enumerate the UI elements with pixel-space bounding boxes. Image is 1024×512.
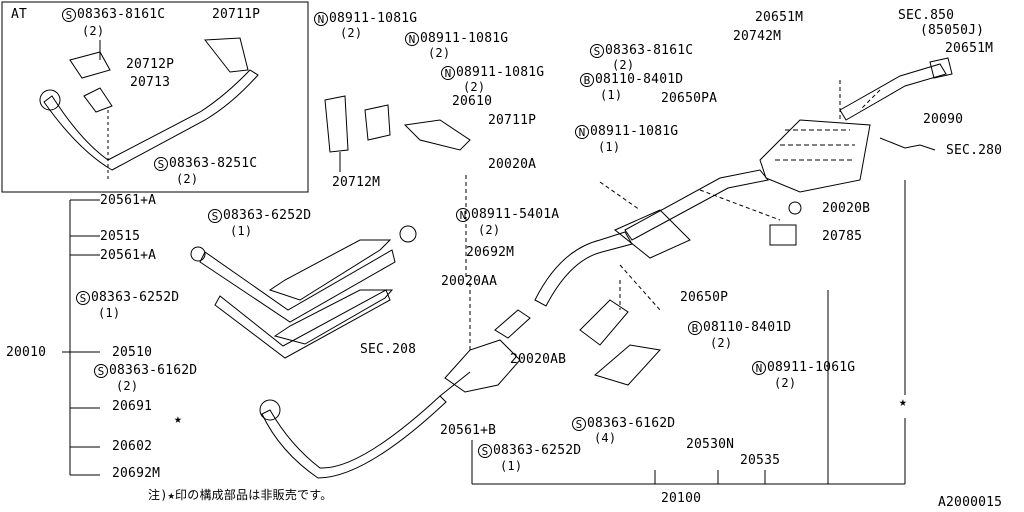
qty: (1): [230, 224, 253, 238]
part-20602: 20602: [112, 439, 153, 454]
tail-pipe: [839, 63, 947, 121]
qty: (1): [500, 459, 523, 473]
part-20020B: 20020B: [822, 201, 871, 216]
heat-shield-c: [579, 299, 629, 346]
part-20020A: 20020A: [488, 157, 537, 172]
inset-hanger: [204, 37, 249, 73]
part-20650PA: 20650PA: [661, 91, 718, 106]
catalytic-converter: [444, 339, 521, 393]
qty: (2): [340, 26, 363, 40]
part-20692M-a: 20692M: [112, 466, 161, 481]
part-20742M: 20742M: [733, 29, 782, 44]
footnote: 注)★印の構成部品は非販売です。: [148, 488, 333, 502]
part-20010: 20010: [6, 345, 47, 360]
front-pipe-main: [261, 395, 447, 479]
part-20090: 20090: [923, 112, 964, 127]
part-20020AA: 20020AA: [441, 274, 498, 289]
part-20535: 20535: [740, 453, 781, 468]
part-20712M: 20712M: [332, 175, 381, 190]
part-20610: 20610: [452, 94, 493, 109]
heat-shield-b: [273, 289, 394, 345]
qty: (1): [598, 140, 621, 154]
part-20100: 20100: [661, 491, 702, 506]
part-20691: 20691: [112, 399, 153, 414]
part-20651M-a: 20651M: [755, 10, 804, 25]
star-mark-right: ★: [899, 395, 908, 410]
qty: (2): [116, 379, 139, 393]
part-20712P: 20712P: [126, 57, 175, 72]
sec-208: SEC.208: [360, 342, 417, 357]
heat-shield-d: [593, 344, 661, 386]
qty: (1): [98, 306, 121, 320]
sec-850-sub: (85050J): [920, 23, 985, 38]
center-pipe: [534, 231, 633, 307]
rear-pipe: [624, 169, 769, 241]
inset-frame: [1, 1, 309, 193]
inset-bracket: [69, 51, 111, 79]
part-20510: 20510: [112, 345, 153, 360]
part-20785: 20785: [822, 229, 863, 244]
part-20561B: 20561+B: [440, 423, 497, 438]
front-pipe-a: [199, 249, 396, 323]
qty: (2): [774, 376, 797, 390]
bracket-20712M: [324, 95, 349, 153]
star-mark: ★: [174, 412, 183, 427]
part-20561A-b: 20561+A: [100, 248, 157, 263]
main-muffler: [759, 119, 871, 193]
part-20651M-b: 20651M: [945, 41, 994, 56]
diagram-id: A2000015: [938, 495, 1003, 510]
sec-850: SEC.850: [898, 8, 955, 23]
qty: (2): [463, 80, 486, 94]
part-20530N: 20530N: [686, 437, 735, 452]
qty: (4): [594, 431, 617, 445]
inset-at-label: AT: [11, 7, 28, 22]
part-20711P-b: 20711P: [488, 113, 537, 128]
qty: (2): [428, 46, 451, 60]
qty: (2): [82, 24, 105, 38]
part-20692M-b: 20692M: [466, 245, 515, 260]
part-20650P: 20650P: [680, 290, 729, 305]
qty: (2): [710, 336, 733, 350]
part-20711P: 20711P: [212, 7, 261, 22]
inset-heat-shield: [83, 87, 113, 113]
part-20561A-a: 20561+A: [100, 193, 157, 208]
part-20515: 20515: [100, 229, 141, 244]
qty: (1): [600, 88, 623, 102]
qty: (2): [478, 223, 501, 237]
part-20020AB: 20020AB: [510, 352, 567, 367]
sec-280: SEC.280: [946, 143, 1003, 158]
pre-muffler: [614, 209, 691, 259]
part-20713: 20713: [130, 75, 171, 90]
heat-shield-a: [268, 239, 392, 301]
inset-pipe: [43, 69, 259, 171]
inset-flange: [39, 89, 61, 111]
qty: (2): [612, 58, 635, 72]
qty: (2): [176, 172, 199, 186]
